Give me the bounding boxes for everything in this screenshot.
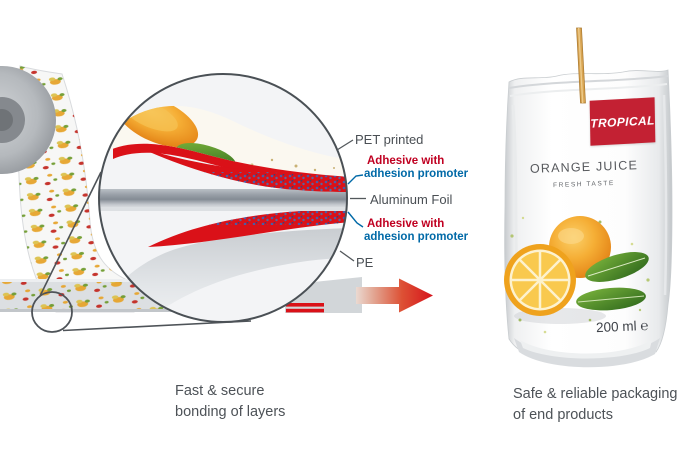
leader-line-pet: [336, 139, 354, 151]
magnifier-line-lower: [62, 320, 252, 332]
label-adhesive-2-line1: Adhesive with: [367, 218, 445, 230]
label-aluminum-foil: Aluminum Foil: [370, 192, 453, 207]
pouch-top-seal: [508, 75, 669, 89]
orange-half: [504, 244, 576, 316]
brand-tag: TROPICAL: [589, 97, 656, 146]
film-roll: [0, 66, 56, 174]
leader-line-pe: [339, 250, 355, 262]
caption-packaging-line1: Safe & reliable packaging: [513, 386, 678, 402]
pouch-top-seal-highlight: [509, 83, 668, 97]
caption-packaging-line2: of end products: [513, 407, 613, 423]
pe-layer: [109, 228, 347, 322]
label-adhesive-1-line1: Adhesive with: [367, 155, 445, 167]
direction-arrow: [356, 278, 433, 313]
caption-packaging: Safe & reliable packaging of end product…: [513, 384, 677, 426]
pouch-bottom-gusset: [514, 338, 660, 368]
orange-highlight: [558, 228, 584, 244]
juice-pouch: [504, 27, 673, 368]
caption-bonding-line2: bonding of layers: [175, 404, 286, 420]
leader-line-adhesive-1: [347, 174, 364, 185]
label-adhesive-2-line2: adhesion promoter: [364, 231, 469, 243]
label-pet-printed: PET printed: [355, 132, 424, 147]
label-adhesive-1-line2: adhesion promoter: [364, 168, 469, 180]
straw: [576, 27, 586, 104]
label-pe: PE: [356, 255, 374, 270]
pouch-volume: 200 ml ℮: [595, 317, 649, 336]
pouch-gusset-highlight: [520, 340, 652, 359]
leader-line-adhesive-2: [347, 211, 364, 228]
magnifier-line-upper: [39, 171, 102, 297]
magnifier-source-circle: [31, 291, 73, 333]
leaves: [576, 252, 649, 311]
caption-bonding: Fast & secure bonding of layers: [175, 381, 285, 423]
caption-bonding-line1: Fast & secure: [175, 383, 265, 399]
aluminum-foil-layer: [99, 189, 347, 211]
brand-tag-label: TROPICAL: [590, 112, 655, 131]
pouch-crinkle-right: [662, 94, 668, 296]
